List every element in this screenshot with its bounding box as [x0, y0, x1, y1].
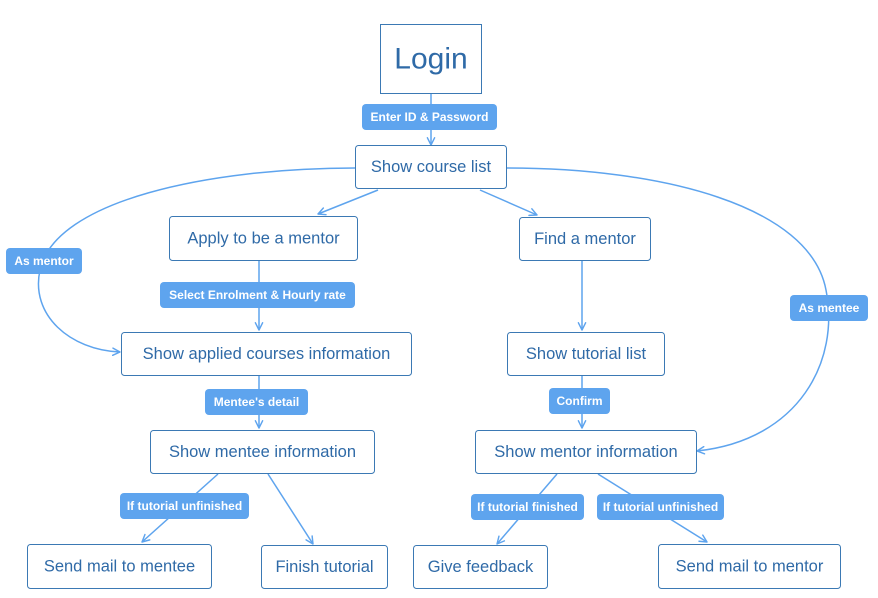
svg-text:Confirm: Confirm	[557, 394, 603, 408]
svg-text:Mentee's detail: Mentee's detail	[214, 395, 300, 409]
node-finish-tutorial: Finish tutorial	[261, 545, 388, 589]
label-confirm: Confirm	[549, 388, 610, 414]
svg-text:Enter ID & Password: Enter ID & Password	[370, 110, 488, 124]
svg-text:Send mail to mentee: Send mail to mentee	[44, 558, 195, 576]
edge-as-mentee-curve	[506, 167, 830, 455]
edge-course-list-to-find-mentor	[479, 189, 538, 217]
node-show-tutorial-list: Show tutorial list	[507, 332, 665, 376]
edge-as-mentor-curve	[37, 167, 356, 357]
svg-text:Show course list: Show course list	[371, 158, 492, 176]
svg-text:Show applied courses informati: Show applied courses information	[143, 345, 391, 363]
svg-text:If tutorial unfinished: If tutorial unfinished	[603, 500, 718, 514]
svg-text:Apply to be a mentor: Apply to be a mentor	[187, 230, 340, 248]
label-if-tutorial-unfinished-right: If tutorial unfinished	[597, 494, 724, 520]
node-send-mail-to-mentor: Send mail to mentor	[658, 544, 841, 589]
label-mentees-detail: Mentee's detail	[205, 389, 308, 415]
edge-labels: Enter ID & Password As mentor As mentee …	[6, 104, 868, 520]
node-login: Login	[380, 24, 482, 94]
node-show-applied-courses: Show applied courses information	[121, 332, 412, 376]
label-as-mentor: As mentor	[6, 248, 82, 274]
edge-course-list-to-apply-mentor	[317, 189, 379, 216]
edge-mentee-info-to-finish-tutorial	[267, 473, 314, 545]
label-as-mentee: As mentee	[790, 295, 868, 321]
node-show-mentee-info: Show mentee information	[150, 430, 375, 474]
svg-text:If tutorial unfinished: If tutorial unfinished	[127, 499, 242, 513]
node-give-feedback: Give feedback	[413, 545, 548, 589]
node-show-course-list: Show course list	[355, 145, 507, 189]
node-send-mail-to-mentee: Send mail to mentee	[27, 544, 212, 589]
svg-text:If tutorial finished: If tutorial finished	[477, 500, 578, 514]
svg-text:Show tutorial list: Show tutorial list	[526, 345, 647, 363]
node-show-mentor-info: Show mentor information	[475, 430, 697, 474]
svg-text:Select Enrolment & Hourly rate: Select Enrolment & Hourly rate	[169, 288, 346, 302]
node-apply-to-be-mentor: Apply to be a mentor	[169, 216, 358, 261]
label-enter-id-password: Enter ID & Password	[362, 104, 497, 130]
svg-text:Send mail to mentor: Send mail to mentor	[676, 558, 824, 576]
label-if-tutorial-unfinished-left: If tutorial unfinished	[120, 493, 249, 519]
label-select-enrolment: Select Enrolment & Hourly rate	[160, 282, 355, 308]
node-find-a-mentor: Find a mentor	[519, 217, 651, 261]
svg-text:As mentor: As mentor	[14, 254, 74, 268]
nodes: Login Show course list Apply to be a men…	[27, 24, 841, 589]
svg-text:Find a mentor: Find a mentor	[534, 230, 636, 248]
svg-text:Show mentor information: Show mentor information	[494, 443, 677, 461]
label-if-tutorial-finished: If tutorial finished	[471, 494, 584, 520]
svg-text:Give feedback: Give feedback	[428, 558, 534, 576]
svg-text:Show mentee information: Show mentee information	[169, 443, 356, 461]
svg-text:Finish tutorial: Finish tutorial	[275, 558, 373, 576]
svg-text:Login: Login	[394, 43, 467, 76]
svg-text:As mentee: As mentee	[799, 301, 860, 315]
